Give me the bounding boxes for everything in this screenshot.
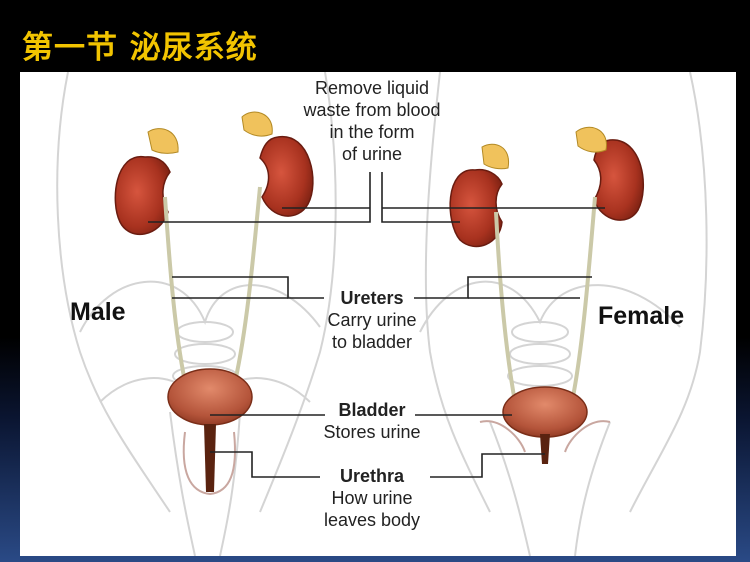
male-bladder bbox=[167, 368, 253, 426]
female-right-kidney bbox=[575, 127, 645, 221]
urethra-label: Urethra How urine leaves body bbox=[302, 465, 442, 531]
urethra-name: Urethra bbox=[339, 466, 405, 486]
ureters-desc-line-2: to bladder bbox=[331, 332, 413, 352]
anatomy-illustration bbox=[56, 72, 708, 556]
bladder-desc: Stores urine bbox=[323, 422, 421, 442]
urethra-desc-line-2: leaves body bbox=[323, 510, 421, 530]
male-genital-outline bbox=[182, 431, 236, 496]
kidney-function-line-3: in the form bbox=[329, 122, 415, 142]
male-urethra bbox=[204, 424, 216, 492]
male-right-kidney bbox=[241, 111, 314, 217]
male-left-kidney bbox=[114, 128, 179, 236]
kidney-function-line-4: of urine bbox=[341, 144, 403, 164]
female-pelvic-outline bbox=[479, 420, 611, 453]
female-bladder bbox=[502, 386, 588, 438]
kidney-function-line-1: Remove liquid bbox=[314, 78, 430, 98]
male-label: Male bbox=[70, 298, 126, 326]
ureters-desc-line-1: Carry urine bbox=[327, 310, 417, 330]
slide-title: 第一节 泌尿系统 bbox=[22, 30, 258, 66]
bladder-label: Bladder Stores urine bbox=[302, 399, 442, 443]
female-urethra bbox=[540, 434, 550, 464]
leader-lines bbox=[148, 172, 605, 478]
bladder-name: Bladder bbox=[338, 400, 406, 420]
urinary-system-figure: Remove liquid waste from blood in the fo… bbox=[20, 72, 736, 556]
ureters-label: Ureters Carry urine to bladder bbox=[302, 287, 442, 353]
kidney-function-line-2: waste from blood bbox=[303, 100, 441, 120]
female-label: Female bbox=[598, 302, 685, 330]
kidney-function-label: Remove liquid waste from blood in the fo… bbox=[282, 77, 462, 165]
urethra-desc-line-1: How urine bbox=[331, 488, 413, 508]
ureters-name: Ureters bbox=[340, 288, 404, 308]
female-body-outline bbox=[419, 72, 708, 556]
female-ureters bbox=[494, 196, 597, 403]
